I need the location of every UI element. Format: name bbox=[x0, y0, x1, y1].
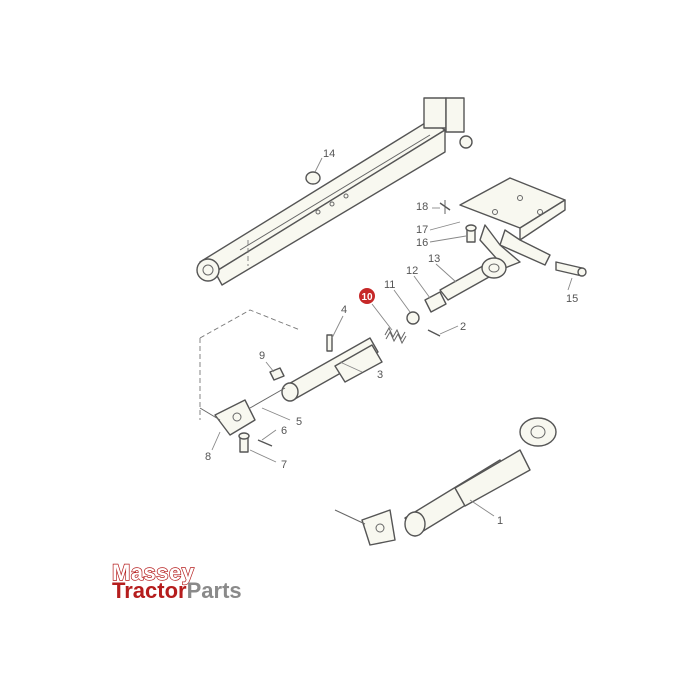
callout-1: 1 bbox=[497, 515, 503, 527]
callout-10-highlight bbox=[359, 288, 375, 304]
callout-7: 7 bbox=[281, 459, 287, 471]
callout-2: 2 bbox=[460, 321, 466, 333]
callout-4: 4 bbox=[341, 304, 347, 316]
logo-line-massey: Massey bbox=[112, 560, 195, 585]
assembly-guide-lines bbox=[199, 240, 301, 420]
lower-link-arm bbox=[196, 97, 473, 286]
callout-8: 8 bbox=[205, 451, 211, 463]
pin-4 bbox=[326, 334, 333, 352]
logo-word-parts: Parts bbox=[187, 578, 242, 603]
callout-6: 6 bbox=[281, 425, 287, 437]
callout-12: 12 bbox=[406, 265, 418, 277]
logo-word-tractor: Tractor bbox=[112, 578, 187, 603]
clip-6 bbox=[257, 439, 273, 447]
callout-18: 18 bbox=[416, 201, 428, 213]
callout-10: 10 bbox=[361, 292, 373, 303]
callout-14: 14 bbox=[323, 148, 335, 160]
logo-line-tractorparts: TractorParts bbox=[112, 578, 242, 603]
callout-5: 5 bbox=[296, 416, 302, 428]
fork-8 bbox=[199, 399, 256, 436]
top-link-tube-3 bbox=[249, 337, 383, 409]
pin-15 bbox=[555, 261, 587, 277]
callout-3: 3 bbox=[377, 369, 383, 381]
pin-14 bbox=[305, 171, 321, 185]
callout-16: 16 bbox=[416, 237, 428, 249]
bushing-12 bbox=[424, 291, 447, 313]
pin-2 bbox=[427, 329, 441, 337]
massey-tractor-parts-logo: Massey TractorParts bbox=[111, 559, 242, 603]
washer-11 bbox=[406, 311, 420, 325]
top-link-assembly-1 bbox=[334, 417, 557, 546]
callout-labels: 1 2 3 4 5 6 7 8 9 10 11 12 13 14 15 16 1… bbox=[205, 148, 578, 527]
callout-11: 11 bbox=[384, 279, 395, 291]
pin-7 bbox=[238, 432, 250, 453]
leader-lines bbox=[211, 157, 573, 517]
mounting-bracket bbox=[459, 177, 566, 269]
spring-10 bbox=[384, 326, 407, 345]
bolt-16 bbox=[465, 224, 477, 243]
callout-13: 13 bbox=[428, 253, 440, 265]
callout-15: 15 bbox=[566, 293, 578, 305]
callout-9: 9 bbox=[259, 350, 265, 362]
callout-17: 17 bbox=[416, 224, 428, 236]
rod-end-13 bbox=[439, 257, 507, 301]
clip-18 bbox=[439, 200, 451, 214]
